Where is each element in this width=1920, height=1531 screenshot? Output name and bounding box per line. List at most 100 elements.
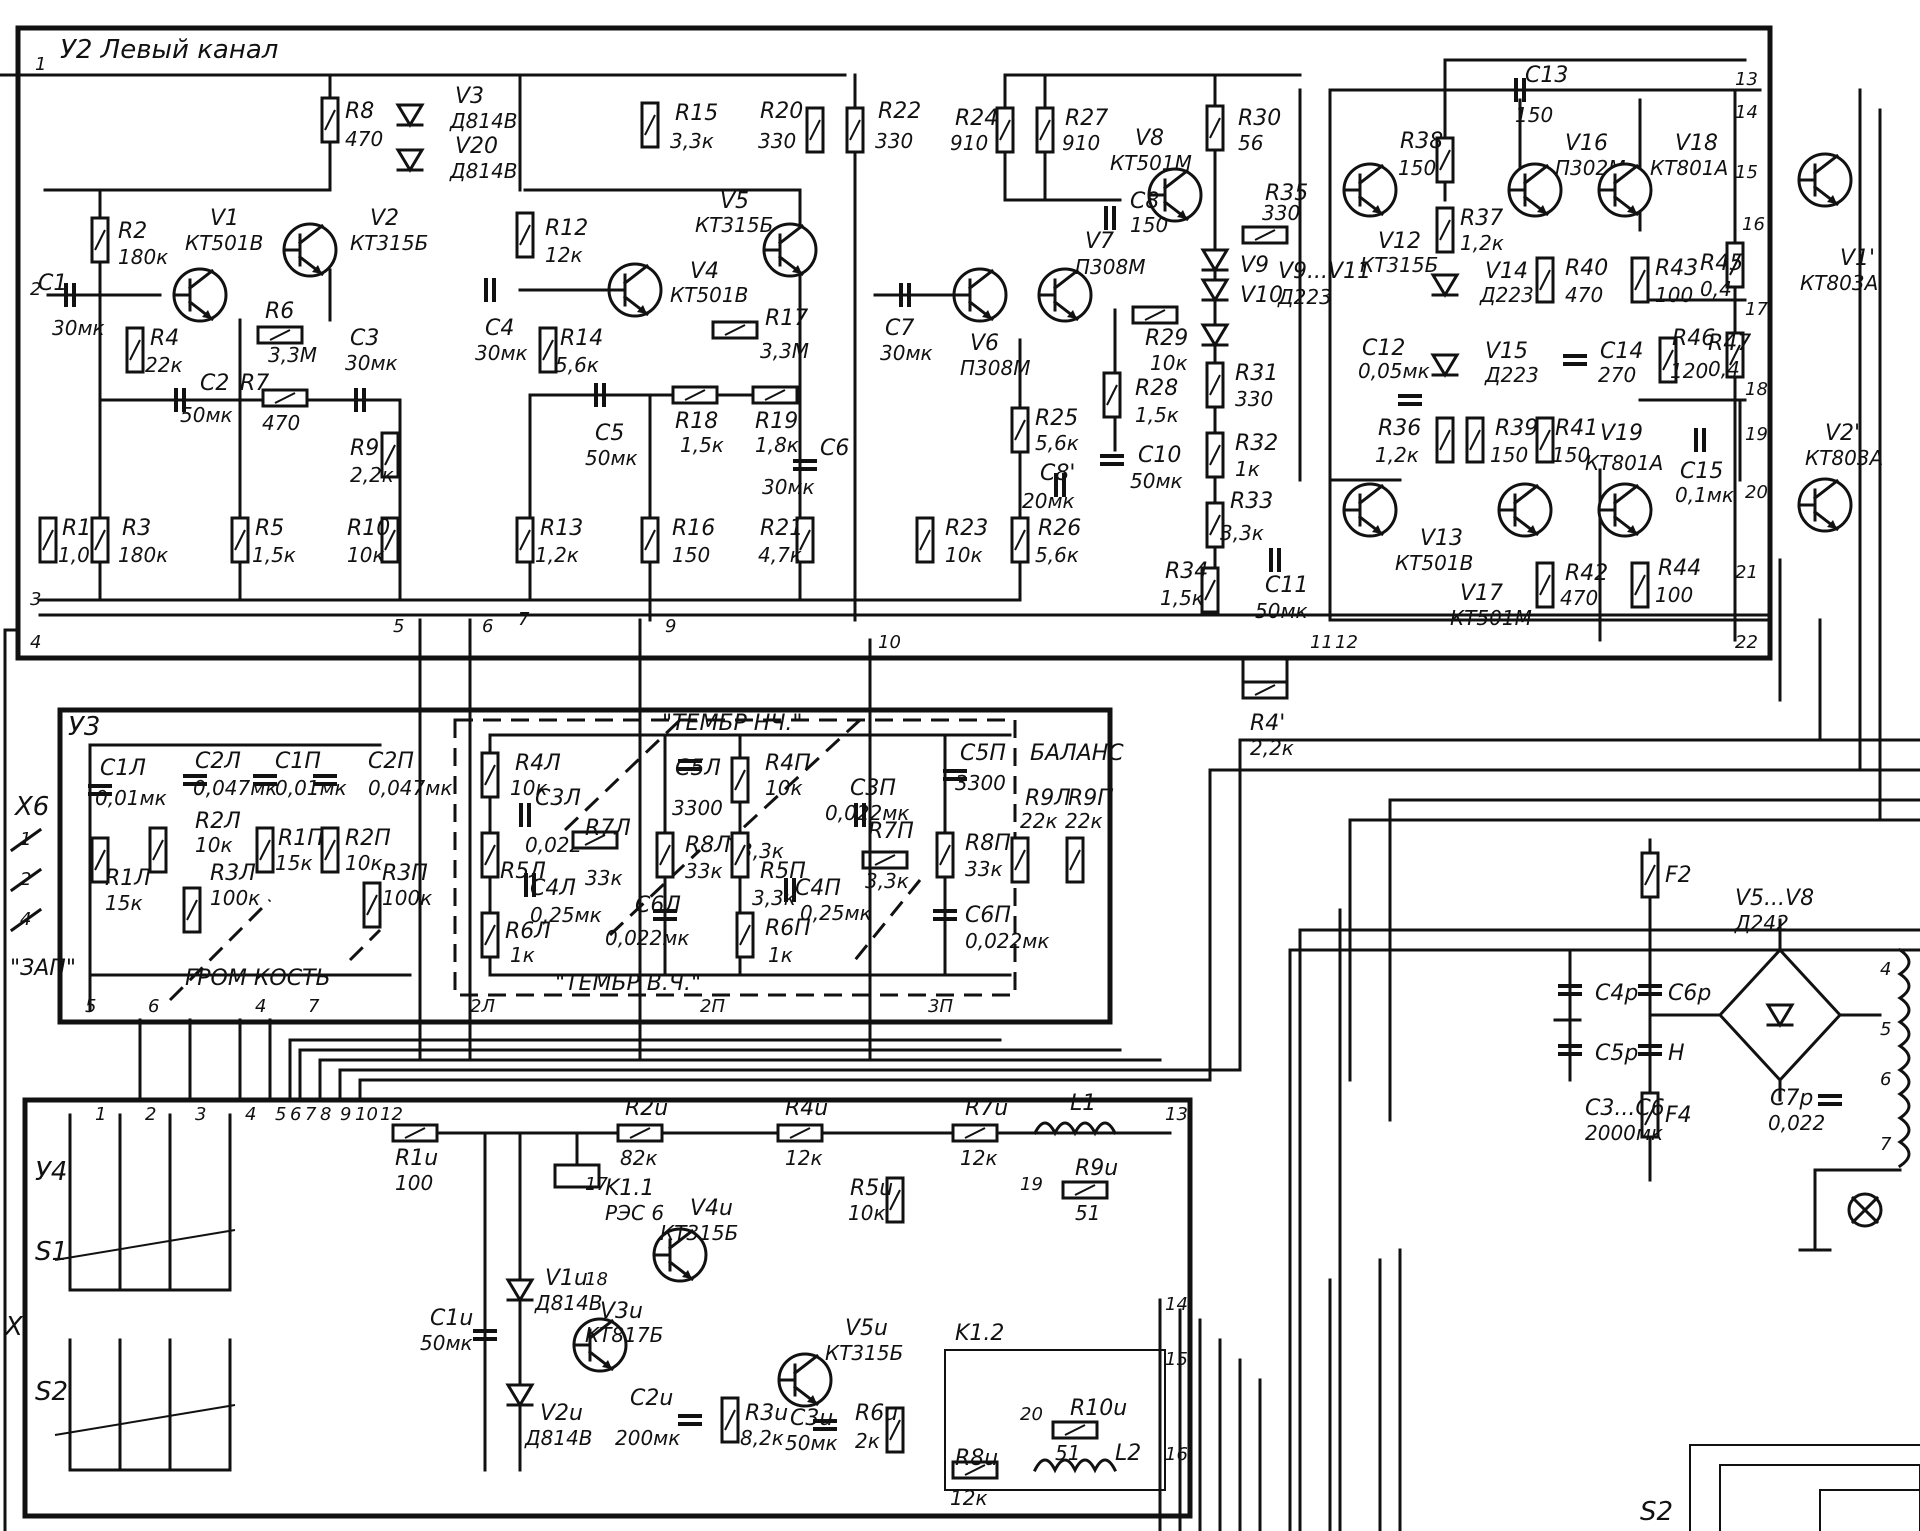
value-r29: 10к	[1150, 351, 1188, 375]
value-r3p: 100к	[382, 886, 432, 910]
label-v7: V7	[1085, 229, 1114, 254]
label-r9-u4: R9u	[1075, 1156, 1118, 1181]
label-v4: V4	[690, 259, 719, 284]
label-c1l: C1Л	[100, 756, 146, 781]
label-v10: V10	[1240, 283, 1283, 308]
label-c3l: C3Л	[535, 786, 581, 811]
u2-pins: 1 2 3 4 5 6 7 9 10 11 12 13 14 15 16 17 …	[30, 54, 1768, 653]
x6-label: X6	[13, 792, 49, 822]
label-r8p: R8П	[965, 831, 1011, 856]
value-c12: 0,05мк	[1358, 359, 1430, 383]
u2-components: R8 470 V3 Д814В V20 Д814В R2 180к V1 КТ5…	[38, 63, 1883, 760]
label-v9: V9	[1240, 253, 1269, 278]
s2-label-u4: S2	[35, 1377, 68, 1407]
value-v12: КТ315Б	[1360, 253, 1438, 277]
psu-pin-7: 7	[1880, 1134, 1892, 1155]
value-v3-u4: КТ817Б	[585, 1323, 663, 1347]
u4-pin-4: 4	[245, 1104, 256, 1125]
value-r10-u4: 51	[1055, 1441, 1080, 1465]
label-v1-out: V1'	[1840, 246, 1875, 271]
label-v6: V6	[970, 331, 999, 356]
u3-pin-6: 6	[148, 996, 159, 1017]
value-r2l: 10к	[195, 833, 233, 857]
value-r10: 10к	[347, 543, 385, 567]
label-l2: L2	[1115, 1441, 1141, 1466]
value-r44: 100	[1655, 583, 1693, 607]
u4-pin-8: 8	[320, 1104, 331, 1125]
label-r33: R33	[1230, 489, 1273, 514]
label-r15: R15	[675, 101, 718, 126]
value-r6l: 1к	[510, 943, 535, 967]
label-r44: R44	[1658, 556, 1701, 581]
psu-pin-6: 6	[1880, 1069, 1891, 1090]
connector-x6: X6 1 2 4 "ЗАП" X	[3, 628, 76, 1531]
label-r28: R28	[1135, 376, 1178, 401]
label-v13: V13	[1420, 526, 1463, 551]
value-c2p: 0,047мк	[368, 776, 452, 800]
value-c2: 50мк	[180, 403, 233, 427]
label-c4p: C4П	[795, 876, 841, 901]
label-v17: V17	[1460, 581, 1503, 606]
value-r43: 100	[1655, 283, 1693, 307]
value-r8-u4: 12к	[950, 1486, 988, 1510]
u2-pin-9: 9	[665, 616, 676, 637]
value-r4l: 10к	[510, 776, 548, 800]
value-v1-out: КТ803А	[1800, 271, 1878, 295]
value-c6p: 0,022мк	[965, 929, 1049, 953]
value-r7-u4: 12к	[960, 1146, 998, 1170]
value-r5: 1,5к	[252, 543, 296, 567]
label-r14: R14	[560, 326, 603, 351]
value-r7: 470	[262, 411, 300, 435]
value-r18: 1,5к	[680, 433, 724, 457]
label-c4: C4	[485, 316, 514, 341]
label-v19: V19	[1600, 421, 1643, 446]
value-r6-u4: 2к	[855, 1429, 880, 1453]
s2-label-psu: S2	[1640, 1497, 1673, 1527]
label-c12: C12	[1362, 336, 1405, 361]
u2-pin-2: 2	[30, 279, 41, 300]
label-c13: C13	[1525, 63, 1568, 88]
value-r27: 910	[1062, 131, 1100, 155]
label-r1-u4: R1u	[395, 1146, 438, 1171]
value-r20: 330	[758, 129, 796, 153]
label-r45: R45	[1700, 251, 1743, 276]
label-c14: C14	[1600, 339, 1643, 364]
label-r21: R21	[760, 516, 803, 541]
u2-pin-20: 20	[1745, 482, 1768, 503]
value-c5l: 3300	[672, 796, 723, 820]
value-r32: 1к	[1235, 457, 1260, 481]
label-v18: V18	[1675, 131, 1718, 156]
label-v14: V14	[1485, 259, 1528, 284]
value-c1p: 0,01мк	[275, 776, 347, 800]
label-r27: R27	[1065, 106, 1108, 131]
label-r10: R10	[347, 516, 390, 541]
label-v2-u4: V2u	[540, 1401, 583, 1426]
psu-caps-label: C3...C6	[1585, 1096, 1665, 1121]
block-u3: У3 "ТЕМБР НЧ." "ТЕМБР В.Ч." БАЛАНС ГРОМ …	[57, 707, 1124, 1025]
value-c6l: 0,022мк	[605, 926, 689, 950]
u4-pin-20: 20	[1020, 1404, 1043, 1425]
u2-pin-14: 14	[1735, 102, 1758, 123]
value-r13: 1,2к	[535, 543, 579, 567]
label-v1: V1	[210, 206, 239, 231]
value-c3: 30мк	[345, 351, 398, 375]
value-c14: 270	[1598, 363, 1636, 387]
value-r40: 470	[1565, 283, 1603, 307]
label-r31: R31	[1235, 361, 1278, 386]
label-r32: R32	[1235, 431, 1278, 456]
value-c10: 50мк	[1130, 469, 1183, 493]
label-r39: R39	[1495, 416, 1538, 441]
u3-pin-2p: 2П	[700, 996, 725, 1017]
label-v2-out: V2'	[1825, 421, 1860, 446]
label-r2-u4: R2u	[625, 1096, 668, 1121]
label-c1-u4: C1u	[430, 1306, 473, 1331]
value-r9p: 22к	[1065, 809, 1103, 833]
label-r18: R18	[675, 409, 718, 434]
label-r6l: R6Л	[505, 919, 551, 944]
u4-pin-15: 15	[1165, 1349, 1188, 1370]
value-r47: 0,4	[1708, 357, 1740, 381]
label-r30: R30	[1238, 106, 1281, 131]
label-r1: R1	[62, 516, 91, 541]
value-r14: 5,6к	[555, 353, 599, 377]
